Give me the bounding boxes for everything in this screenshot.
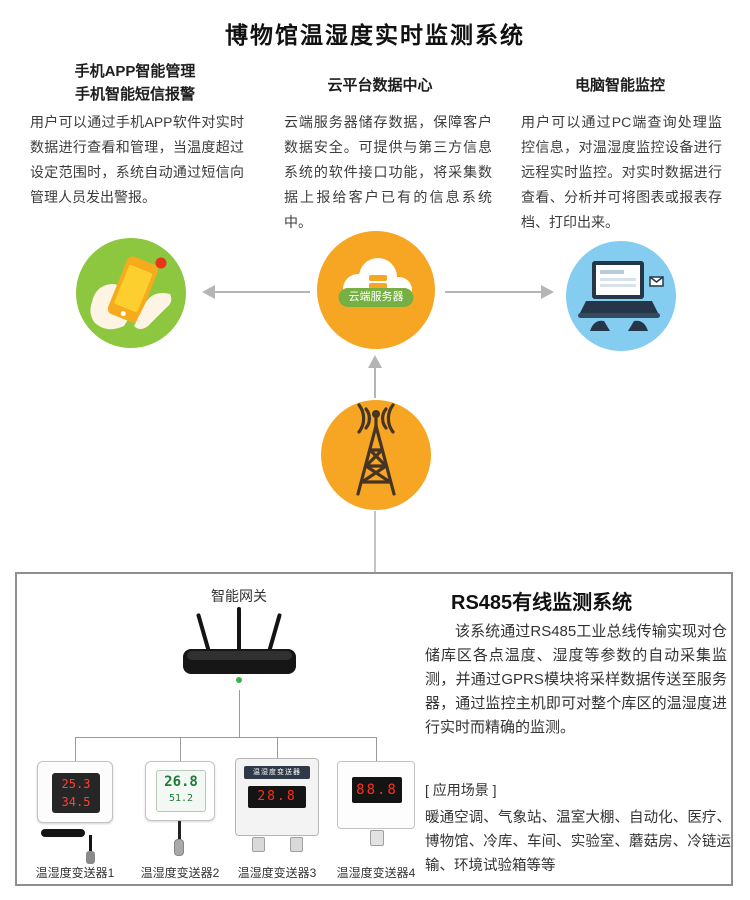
router-icon bbox=[183, 607, 296, 683]
sensor-label-2: 温湿度变送器2 bbox=[140, 866, 220, 880]
drop-wire-4 bbox=[376, 737, 377, 761]
sensor-label-3: 温湿度变送器3 bbox=[237, 866, 317, 880]
app-heading-line1: 手机APP智能管理 bbox=[74, 63, 196, 80]
sensor-3-cable-gland-right bbox=[290, 837, 303, 852]
sensor-2-housing: 26.8 51.2 bbox=[145, 761, 215, 821]
sensor-3-cable-gland-left bbox=[252, 837, 265, 852]
cloud-section-description: 云端服务器储存数据，保障客户数据安全。可提供与第三方信息系统的软件接口功能，将采… bbox=[284, 114, 492, 230]
arrow-tower-to-cloud-head bbox=[368, 355, 382, 368]
sensor-2-cable bbox=[178, 821, 181, 841]
app-section-heading: 手机APP智能管理 手机智能短信报警 bbox=[40, 60, 230, 106]
sensor-3-display: 28.8 bbox=[248, 786, 306, 808]
arrow-to-pc-head bbox=[541, 285, 554, 299]
sensor-3-housing: 温湿度变送器 28.8 bbox=[235, 758, 319, 852]
application-scenarios-text: 暖通空调、气象站、温室大棚、自动化、医疗、博物馆、冷库、车间、实验室、蘑菇房、冷… bbox=[425, 810, 731, 874]
sensor-4-housing: 88.8 bbox=[337, 761, 415, 846]
sensor-1-display: 25.3 34.5 bbox=[52, 773, 100, 813]
page-title: 博物馆温湿度实时监测系统 bbox=[225, 22, 525, 48]
gateway-label: 智能网关 bbox=[211, 588, 267, 604]
arrow-tower-to-cloud-line bbox=[374, 367, 376, 398]
router-device bbox=[177, 604, 302, 689]
pc-monitor-circle bbox=[566, 241, 676, 351]
rs485-description: 该系统通过RS485工业总线传输实现对仓储库区各点温度、湿度等参数的自动采集监测… bbox=[425, 623, 727, 736]
app-section-description: 用户可以通过手机APP软件对实时数据进行查看和管理，当温度超过设定范围时，系统自… bbox=[30, 114, 244, 205]
cloud-server-badge: 云端服务器 bbox=[338, 288, 414, 307]
sensor-2-probe-tip bbox=[174, 839, 184, 856]
drop-wire-2 bbox=[180, 737, 181, 761]
rs485-box: 智能网关 25.3 34.5 bbox=[15, 572, 733, 886]
sensor-1-temp-value: 25.3 bbox=[61, 777, 91, 791]
cloud-section-heading: 云平台数据中心 bbox=[327, 77, 433, 94]
sensor-device-4: 88.8 bbox=[337, 761, 415, 846]
sensor-4-cable-gland bbox=[370, 830, 384, 846]
sensor-1-probe bbox=[41, 829, 85, 837]
arrow-to-pc-line bbox=[445, 291, 541, 293]
rs485-title: RS485有线监测系统 bbox=[451, 592, 633, 614]
sensor-1-probe-tip bbox=[86, 851, 95, 864]
bus-wire bbox=[75, 737, 377, 738]
sensor-1-housing: 25.3 34.5 bbox=[37, 761, 113, 823]
signal-tower-icon bbox=[356, 403, 396, 496]
sensor-device-2: 26.8 51.2 bbox=[145, 761, 215, 856]
tower-box-connector-line bbox=[374, 511, 376, 572]
sensor-device-1: 25.3 34.5 bbox=[37, 761, 113, 864]
pc-section-description: 用户可以通过PC端查询处理监控信息，对温湿度监控设备进行远程实时监控。对实时数据… bbox=[521, 114, 722, 230]
drop-wire-1 bbox=[75, 737, 76, 761]
sensor-4-display: 88.8 bbox=[352, 777, 402, 803]
sensor-2-humidity-value: 51.2 bbox=[168, 793, 194, 804]
sensor-device-3: 温湿度变送器 28.8 bbox=[235, 758, 319, 852]
phone-in-hands-icon bbox=[90, 256, 172, 330]
arrow-to-phone-line bbox=[214, 291, 310, 293]
sensor-label-1: 温湿度变送器1 bbox=[35, 866, 115, 880]
signal-tower-circle bbox=[321, 400, 431, 510]
drop-wire-3 bbox=[277, 737, 278, 761]
sensor-1-humidity-value: 34.5 bbox=[61, 795, 91, 809]
sensor-2-display: 26.8 51.2 bbox=[156, 770, 206, 812]
arrow-to-phone-head bbox=[202, 285, 215, 299]
pc-section-heading: 电脑智能监控 bbox=[574, 77, 665, 94]
app-heading-line2: 手机智能短信报警 bbox=[74, 86, 195, 103]
sensor-1-cable bbox=[89, 835, 92, 853]
envelope-icon bbox=[649, 276, 664, 287]
sensor-label-4: 温湿度变送器4 bbox=[336, 866, 416, 880]
router-drop-wire bbox=[239, 690, 240, 737]
application-scenarios-label: [ 应用场景 ] bbox=[425, 782, 497, 798]
sensor-2-temp-value: 26.8 bbox=[164, 774, 198, 790]
laptop-icon bbox=[578, 261, 664, 331]
cloud-server-circle: 云端服务器 bbox=[317, 231, 435, 349]
phone-app-circle bbox=[76, 238, 186, 348]
sensor-3-nameplate: 温湿度变送器 bbox=[244, 766, 310, 779]
